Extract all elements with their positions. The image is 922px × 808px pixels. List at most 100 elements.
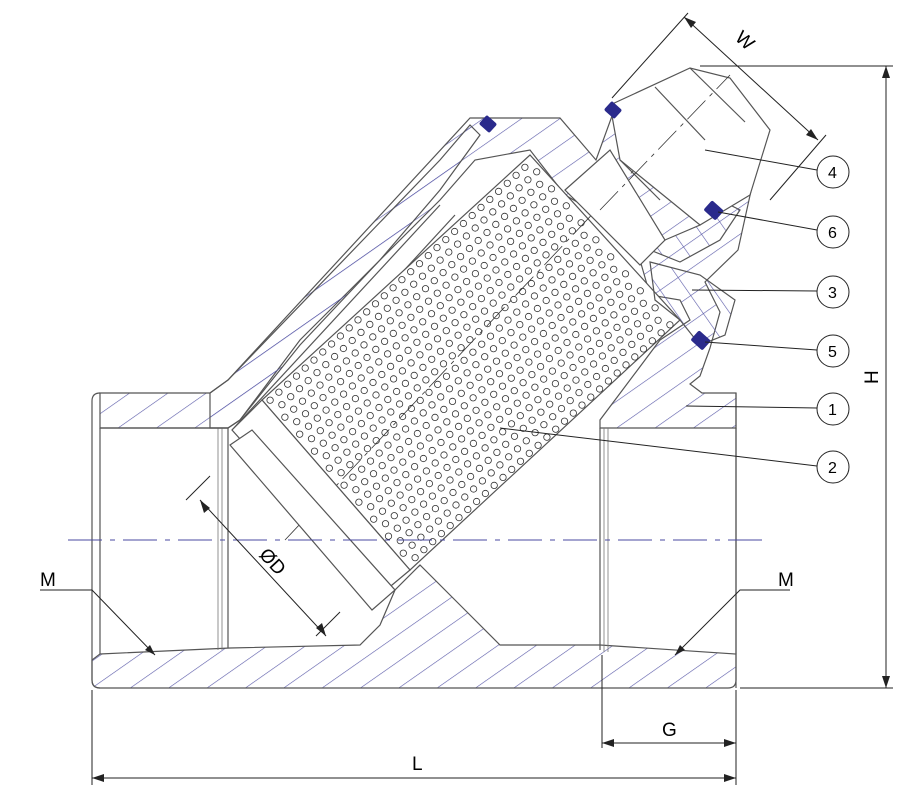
screen-hole	[457, 435, 466, 443]
screen-hole	[452, 501, 460, 509]
screen-hole	[516, 457, 525, 465]
screen-hole	[578, 355, 586, 364]
screen-hole	[478, 340, 486, 348]
screen-hole	[477, 249, 485, 257]
screen-hole	[372, 345, 380, 353]
callouts: 4 6 3 5 1 2	[499, 149, 850, 484]
thread-label-right: M	[674, 570, 794, 656]
screen-hole	[349, 473, 357, 481]
screen-hole	[472, 406, 480, 414]
screen-hole	[443, 463, 451, 472]
screen-hole	[560, 326, 568, 334]
screen-hole	[346, 461, 354, 469]
screen-hole	[498, 336, 506, 345]
screen-hole	[530, 201, 538, 209]
screen-hole	[313, 368, 321, 377]
screen-hole	[468, 211, 476, 220]
screen-hole	[548, 367, 557, 375]
screen-hole	[453, 240, 462, 248]
screen-hole	[342, 402, 351, 411]
right-bore	[599, 428, 737, 654]
screen-hole	[495, 370, 504, 378]
screen-hole	[521, 254, 530, 262]
screen-hole	[454, 331, 462, 339]
screen-hole	[372, 482, 381, 490]
screen-hole	[445, 248, 453, 256]
screen-hole	[427, 310, 436, 318]
screen-hole	[407, 313, 415, 321]
screen-hole	[434, 517, 442, 525]
callout-2: 2	[499, 427, 850, 484]
screen-hole	[371, 300, 380, 308]
screen-hole	[340, 436, 348, 444]
screen-hole	[296, 430, 304, 438]
screen-hole	[414, 521, 422, 529]
screen-hole	[493, 403, 501, 411]
screen-hole	[522, 437, 530, 445]
screen-hole	[575, 343, 583, 351]
screen-hole	[512, 262, 521, 271]
screen-hole	[463, 414, 471, 422]
screen-hole	[524, 312, 533, 321]
screen-end-seat	[229, 399, 411, 611]
screen-hole	[434, 380, 442, 388]
screen-hole	[471, 269, 479, 278]
screen-hole	[290, 405, 298, 413]
screen-hole	[525, 358, 533, 366]
screen-hole	[497, 200, 506, 208]
screen-hole	[369, 333, 377, 341]
screen-hole	[443, 418, 451, 426]
screen-hole	[539, 329, 548, 338]
screen-hole	[292, 372, 301, 380]
screen-hole	[503, 225, 512, 233]
screen-hole	[396, 491, 404, 499]
screen-hole	[404, 301, 412, 309]
screen-hole	[387, 453, 395, 462]
screen-hole	[545, 218, 553, 226]
cap-lower	[649, 261, 736, 346]
screen-hole	[545, 309, 553, 317]
screen-hole	[416, 351, 424, 359]
housing-outer-left-wall	[209, 124, 481, 429]
screen-hole	[389, 375, 398, 383]
screen-hole	[518, 287, 527, 296]
screen-hole	[478, 477, 486, 485]
screen-hole	[633, 320, 642, 328]
screen-hole	[424, 252, 432, 260]
screen-hole	[431, 368, 439, 376]
screen-hole	[313, 414, 321, 422]
screen-hole	[489, 253, 497, 262]
screen-hole	[477, 203, 485, 211]
screen-hole	[405, 529, 413, 537]
screen-hole	[378, 416, 386, 424]
screen-hole	[557, 359, 565, 367]
screen-hole	[490, 481, 498, 489]
screen-hole	[336, 332, 344, 340]
screen-hole	[566, 305, 574, 313]
screen-hole	[547, 185, 556, 193]
screen-hole	[419, 363, 427, 371]
screen-hole	[322, 406, 330, 414]
screen-hole	[402, 516, 410, 524]
screen-hole	[565, 214, 573, 222]
screen-hole	[527, 188, 535, 196]
seat-ring-lower	[229, 429, 396, 611]
screen-hole	[457, 389, 465, 397]
screen-hole	[413, 338, 421, 346]
screen-hole	[366, 457, 375, 465]
screen-hole	[577, 310, 586, 318]
screen-hole	[418, 272, 427, 280]
screen-hole	[446, 521, 454, 530]
screen-hole	[536, 362, 545, 371]
screen-hole	[454, 377, 462, 385]
screen-hole	[472, 361, 480, 369]
screen-hole	[352, 440, 360, 448]
screen-hole	[278, 401, 286, 409]
screen-hole	[421, 285, 430, 293]
screen-hole	[390, 466, 398, 474]
screen-hole	[464, 505, 472, 514]
screen-hole	[501, 258, 509, 266]
screen-hole	[586, 302, 595, 310]
screen-hole	[322, 452, 330, 460]
screen-hole	[325, 419, 333, 427]
